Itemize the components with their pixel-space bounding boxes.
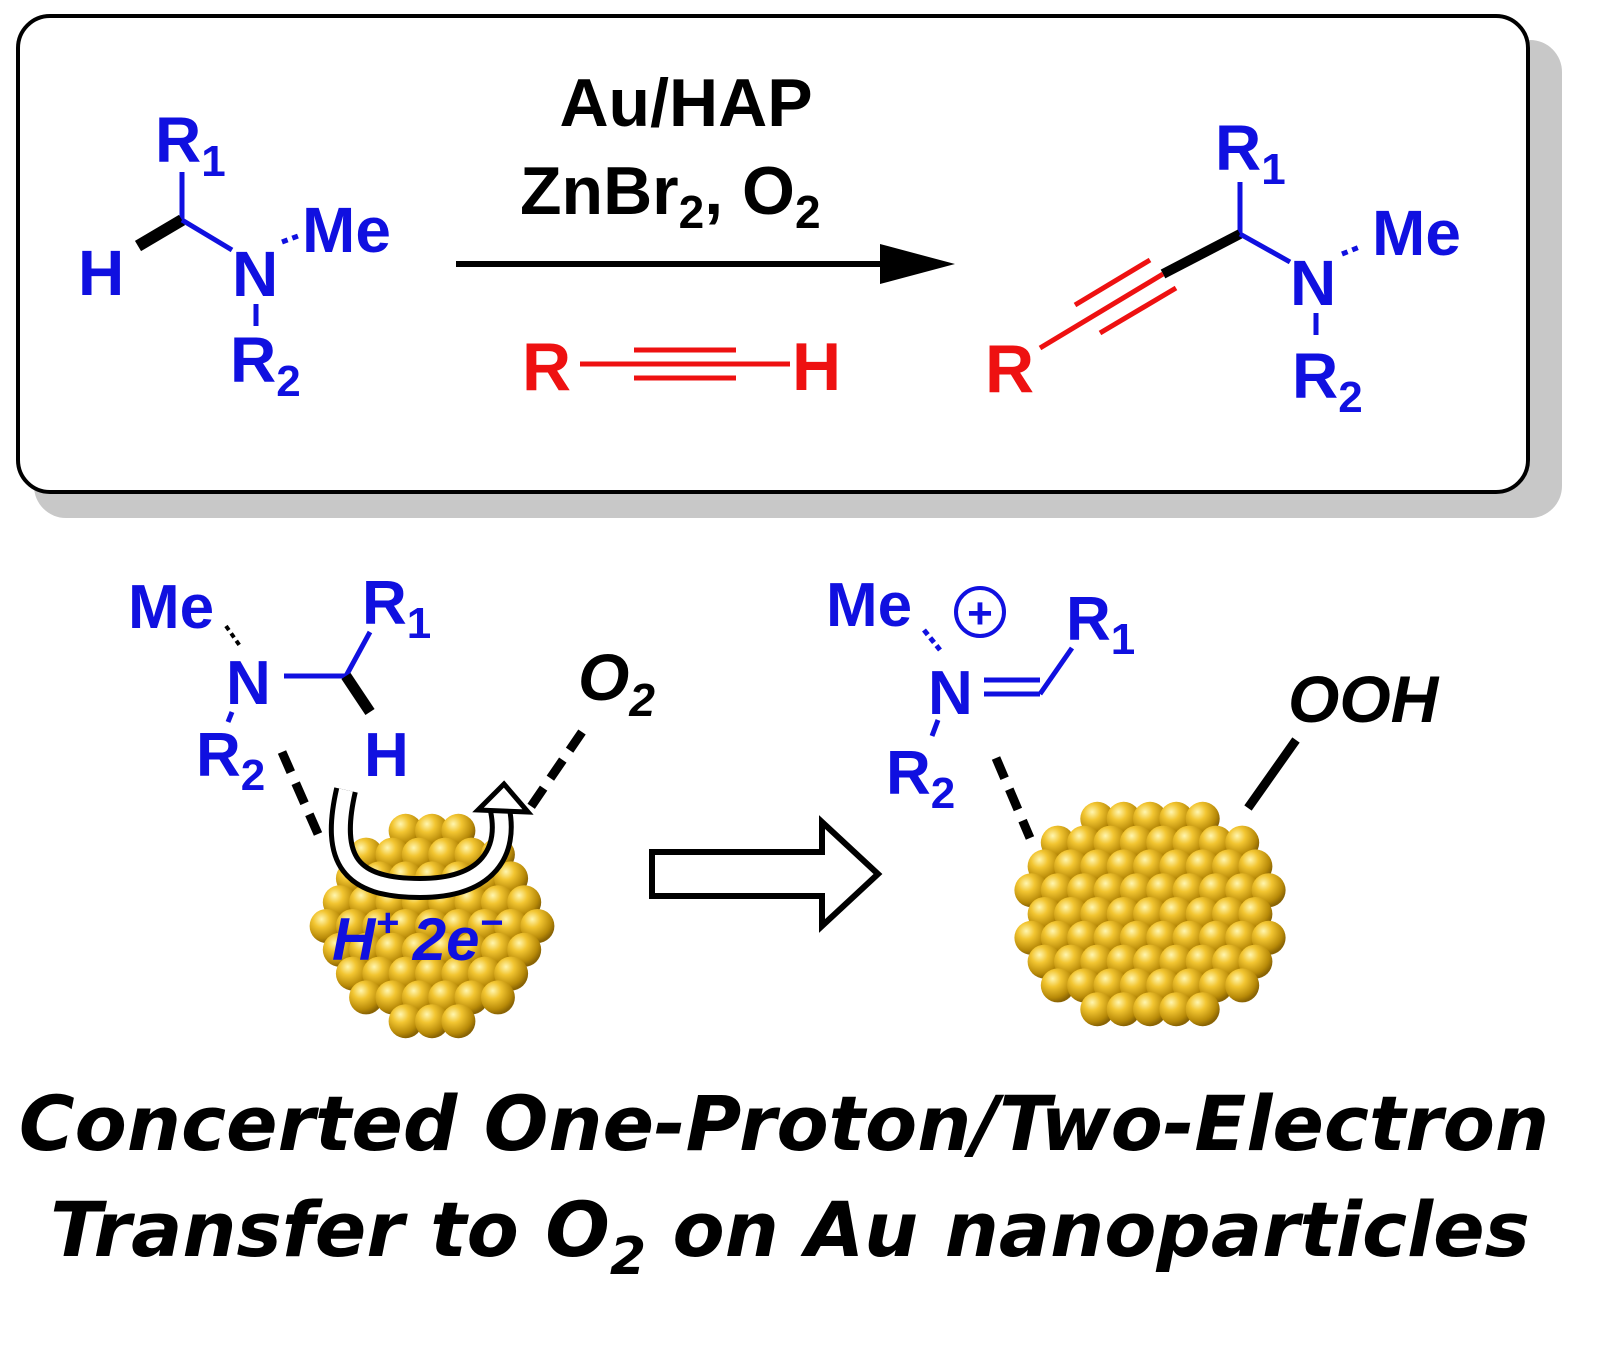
mechanism-left-amine: Me R1 N R2 H O2 H+2e− bbox=[128, 569, 655, 973]
au-atom bbox=[1185, 992, 1220, 1027]
electrons-label: 2e bbox=[412, 906, 480, 973]
product-propargylamine: R1 N Me R2 R bbox=[985, 112, 1461, 422]
svg-text:R2: R2 bbox=[230, 324, 301, 406]
au-atom bbox=[441, 1004, 476, 1039]
electron-transfer-arrow-head bbox=[472, 780, 534, 815]
additive-label: ZnBr bbox=[520, 153, 679, 229]
au-atom bbox=[349, 980, 384, 1015]
mech-right-r1-subscript: 1 bbox=[1111, 615, 1135, 664]
n-au-dashed-bond bbox=[277, 750, 323, 836]
h-plus-sup: + bbox=[375, 901, 398, 945]
au-atom bbox=[480, 980, 515, 1015]
au-atom bbox=[1106, 992, 1141, 1027]
au-atom bbox=[1133, 992, 1167, 1027]
additive-subscript: 2 bbox=[679, 186, 705, 238]
caption-line-2b: on Au nanoparticles bbox=[646, 1185, 1530, 1274]
alkyne-r-label: R bbox=[522, 329, 571, 405]
mech-left-o2-label: O bbox=[578, 640, 629, 714]
positive-charge-circle bbox=[954, 586, 1006, 638]
mech-left-n-label: N bbox=[226, 649, 271, 718]
reaction-conditions: Au/HAP ZnBr2, O2 bbox=[456, 65, 955, 284]
iminium-au-dashed-bond bbox=[991, 756, 1035, 840]
au-atom bbox=[1159, 992, 1194, 1027]
mech-left-r1-subscript: 1 bbox=[407, 599, 431, 648]
oxidant-label: , O bbox=[704, 153, 795, 229]
h-plus-label: H bbox=[332, 906, 377, 973]
product-r2-subscript: 2 bbox=[1338, 373, 1362, 422]
alkyne-reagent: R H bbox=[522, 329, 841, 405]
electrons-sup: − bbox=[479, 901, 502, 945]
mechanism-right-iminium: Me + R1 N R2 OOH bbox=[826, 571, 1440, 840]
mech-left-h-label: H bbox=[364, 721, 409, 790]
svg-text:R1: R1 bbox=[155, 104, 226, 186]
au-atom bbox=[1040, 968, 1075, 1003]
ch-bond bbox=[134, 214, 186, 252]
ooh-au-bond bbox=[1244, 737, 1300, 811]
product-r2-label: R bbox=[1292, 340, 1338, 412]
svg-text:R1: R1 bbox=[1215, 112, 1286, 194]
mech-right-r1-label: R bbox=[1066, 585, 1111, 654]
product-me-label: Me bbox=[1372, 197, 1461, 269]
au-atom bbox=[388, 1004, 423, 1039]
svg-text:R2: R2 bbox=[196, 721, 265, 800]
electron-transfer-arrow-fill bbox=[333, 788, 509, 896]
caption-line-1: Concerted One-Proton/Two-Electron bbox=[19, 1079, 1549, 1168]
svg-text:R1: R1 bbox=[1066, 585, 1135, 664]
caption-line-2-subscript: 2 bbox=[610, 1227, 646, 1287]
caption: Concerted One-Proton/Two-Electron Transf… bbox=[19, 1079, 1549, 1287]
mech-left-me-label: Me bbox=[128, 573, 214, 642]
svg-text:ZnBr2, O2: ZnBr2, O2 bbox=[520, 153, 821, 238]
product-r-label: R bbox=[985, 331, 1034, 407]
mech-right-r2-label: R bbox=[886, 739, 931, 808]
svg-text:R2: R2 bbox=[886, 739, 955, 818]
mech-right-n-label: N bbox=[928, 659, 973, 728]
r2-label: R bbox=[230, 324, 276, 396]
mech-left-r2-label: R bbox=[196, 721, 241, 790]
ooh-label: OOH bbox=[1288, 662, 1440, 736]
alkyne-h-label: H bbox=[792, 329, 841, 405]
product-c-bond bbox=[1160, 229, 1243, 279]
r1-subscript: 1 bbox=[201, 137, 225, 186]
mech-left-r2-subscript: 2 bbox=[241, 751, 265, 800]
oxidant-subscript: 2 bbox=[795, 186, 821, 238]
svg-text:H+2e−: H+2e− bbox=[332, 901, 503, 973]
svg-text:Transfer to O2 on Au nanoparti: Transfer to O2 on Au nanoparticles bbox=[50, 1185, 1530, 1287]
h-label: H bbox=[78, 237, 124, 309]
catalyst-label: Au/HAP bbox=[559, 65, 812, 141]
product-r1-label: R bbox=[1215, 112, 1261, 184]
svg-text:R2: R2 bbox=[1292, 340, 1363, 422]
product-r1-subscript: 1 bbox=[1261, 145, 1285, 194]
r1-label: R bbox=[155, 104, 201, 176]
caption-line-2a: Transfer to O bbox=[50, 1185, 610, 1274]
mech-left-r1-label: R bbox=[362, 569, 407, 638]
reactant-amine: R1 H N Me R2 bbox=[78, 104, 391, 406]
svg-text:R1: R1 bbox=[362, 569, 431, 648]
svg-text:O2: O2 bbox=[578, 640, 655, 726]
mech-right-me-label: Me bbox=[826, 571, 912, 640]
positive-charge-sign: + bbox=[967, 589, 993, 638]
process-arrow bbox=[649, 815, 883, 933]
me-label: Me bbox=[302, 194, 391, 266]
au-nanoparticle-right bbox=[1014, 801, 1286, 1027]
n-label: N bbox=[232, 238, 278, 310]
reaction-arrow-head bbox=[880, 244, 955, 284]
product-n-label: N bbox=[1290, 247, 1336, 319]
au-atom bbox=[415, 1004, 449, 1039]
au-atom bbox=[1080, 992, 1115, 1027]
mech-left-o2-subscript: 2 bbox=[628, 674, 655, 726]
mech-right-r2-subscript: 2 bbox=[931, 769, 955, 818]
box-frame bbox=[16, 14, 1530, 494]
o2-au-dashed-bond bbox=[526, 729, 586, 811]
au-atom bbox=[1225, 968, 1260, 1003]
r2-subscript: 2 bbox=[276, 357, 300, 406]
reaction-box bbox=[16, 14, 1562, 518]
